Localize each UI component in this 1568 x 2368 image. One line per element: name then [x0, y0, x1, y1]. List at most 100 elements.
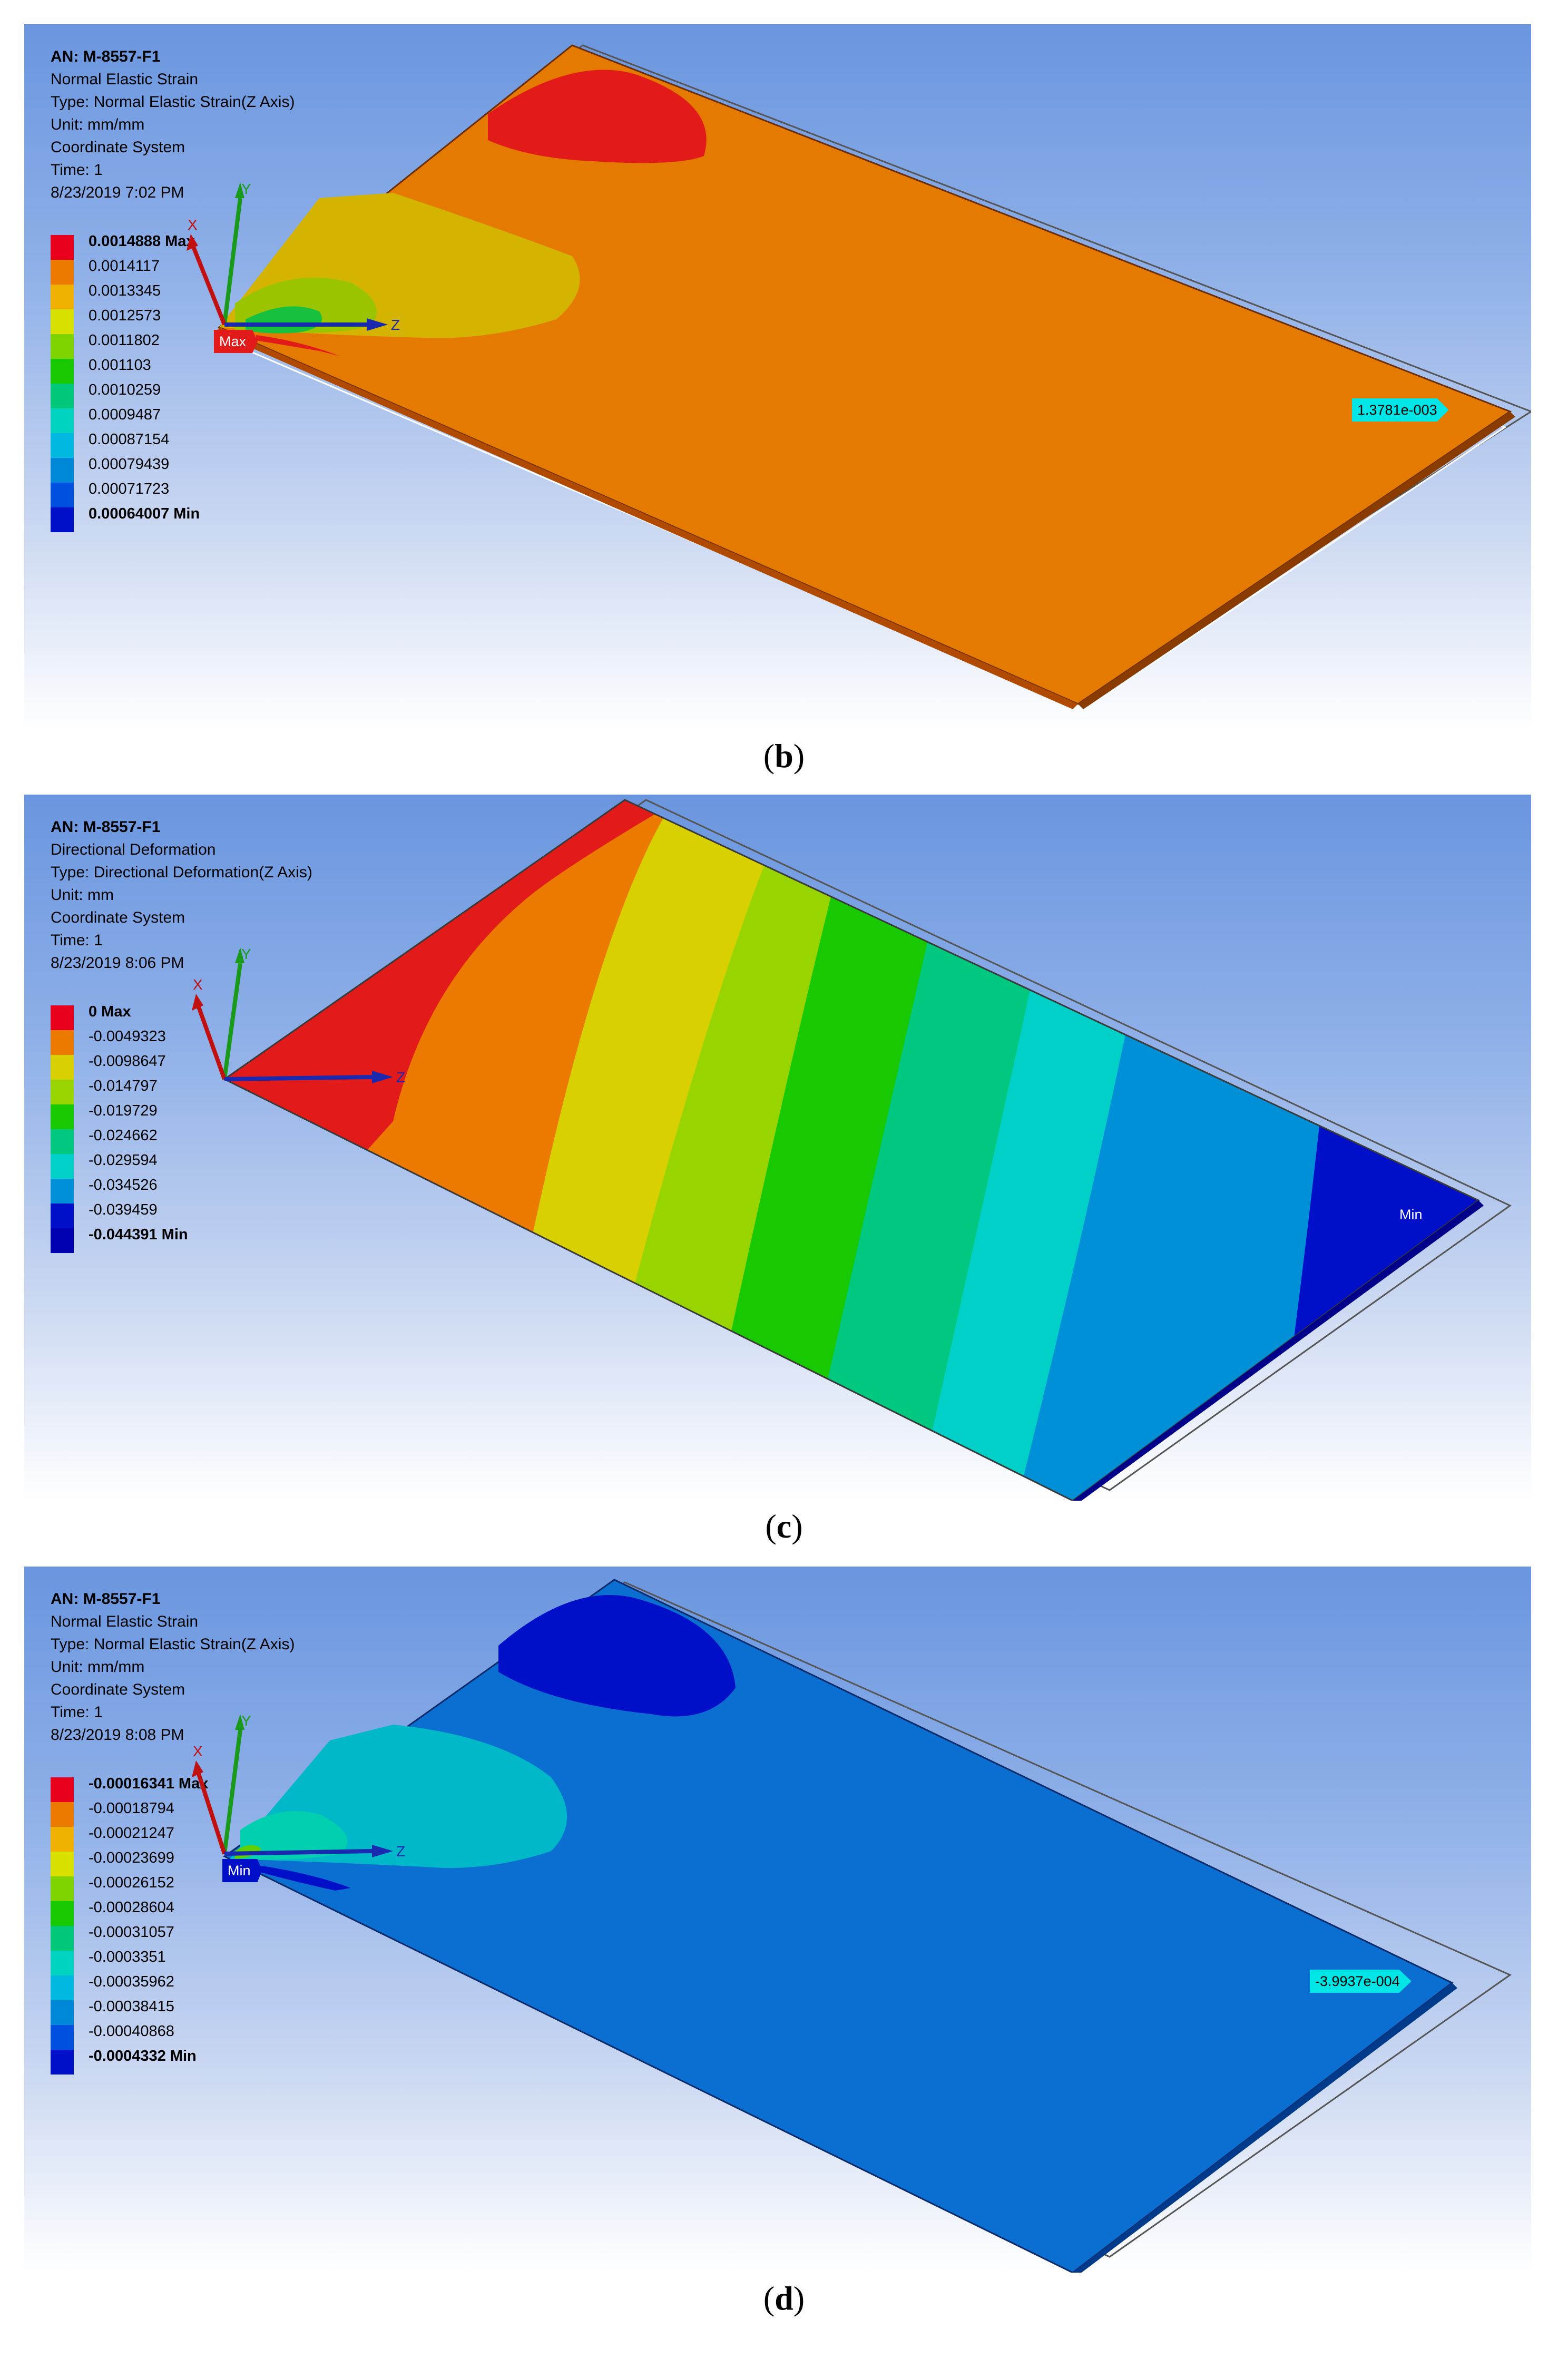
x-axis-icon: [192, 994, 203, 1011]
legend-value: -0.014797: [89, 1078, 158, 1094]
legend-value: -0.024662: [89, 1127, 158, 1144]
legend-swatch: [51, 458, 74, 483]
result-date: 8/23/2019 7:02 PM: [51, 184, 184, 201]
legend-value: -0.00031057: [89, 1924, 174, 1941]
x-axis-icon: [192, 1760, 203, 1777]
legend-value: -0.039459: [89, 1201, 158, 1218]
legend-value: -0.019729: [89, 1102, 158, 1119]
svg-text:Y: Y: [241, 946, 251, 962]
coordinate-system: Coordinate System: [51, 909, 185, 926]
legend-row: -0.00026152: [51, 1874, 208, 1901]
result-type: Type: Normal Elastic Strain(Z Axis): [51, 93, 295, 111]
legend-value: -0.00026152: [89, 1874, 174, 1891]
legend-row: -0.00028604: [51, 1899, 208, 1926]
legend-row: -0.014797: [51, 1078, 188, 1104]
legend-value: 0.0014888 Max: [89, 233, 195, 250]
legend-value: 0.001103: [89, 357, 151, 374]
min-marker[interactable]: Min: [222, 1859, 262, 1882]
legend-row: 0.00079439: [51, 456, 200, 483]
svg-text:Z: Z: [396, 1843, 405, 1860]
legend-row: -0.0049323: [51, 1028, 188, 1055]
legend-swatch: [51, 483, 74, 507]
svg-text:X: X: [193, 1743, 203, 1759]
legend-swatch: [51, 1154, 74, 1179]
legend-value: -0.00038415: [89, 1998, 174, 2015]
result-time: Time: 1: [51, 1704, 103, 1721]
legend-value: -0.00018794: [89, 1800, 174, 1817]
analysis-title: AN: M-8557-F1: [51, 1590, 161, 1608]
legend-value: 0.00064007 Min: [89, 505, 200, 522]
max-marker[interactable]: Max: [214, 330, 258, 353]
legend-row: 0.0009487: [51, 406, 200, 433]
legend-value: 0.00071723: [89, 481, 170, 497]
coordinate-system: Coordinate System: [51, 1681, 185, 1698]
legend-swatch: [51, 1228, 74, 1253]
legend-row: 0 Max: [51, 1003, 188, 1030]
probe-label[interactable]: -3.9937e-004: [1310, 1970, 1412, 1993]
result-date: 8/23/2019 8:08 PM: [51, 1726, 184, 1744]
svg-text:Y: Y: [241, 181, 251, 197]
result-info: AN: M-8557-F1 Normal Elastic Strain Type…: [51, 1588, 295, 1746]
legend-row: -0.00021247: [51, 1825, 208, 1852]
legend-swatch: [51, 1030, 74, 1055]
legend-swatch: [51, 1080, 74, 1104]
svg-text:Z: Z: [391, 317, 400, 333]
legend-value: 0.0012573: [89, 307, 161, 324]
caption-d: (d): [763, 2279, 805, 2317]
legend-row: -0.00031057: [51, 1924, 208, 1951]
legend-swatch: [51, 309, 74, 334]
legend-row: -0.00038415: [51, 1998, 208, 2025]
result-type: Type: Directional Deformation(Z Axis): [51, 864, 312, 881]
color-legend[interactable]: 0 Max-0.0049323 -0.0098647-0.014797 -0.019…: [51, 1003, 188, 1253]
axis-triad[interactable]: Y X Z: [24, 795, 498, 1163]
caption-b: (b): [763, 737, 805, 775]
legend-row: -0.034526: [51, 1177, 188, 1203]
model-plate-c[interactable]: [24, 795, 1531, 1501]
legend-value: -0.00021247: [89, 1825, 174, 1842]
legend-value: 0.0010259: [89, 381, 161, 398]
color-legend[interactable]: -0.00016341 Max-0.00018794 -0.00021247 -0.…: [51, 1775, 208, 2075]
result-name: Directional Deformation: [51, 841, 216, 858]
svg-text:X: X: [193, 976, 203, 993]
legend-row: 0.0011802: [51, 332, 200, 359]
y-axis-icon: [235, 947, 244, 963]
result-name: Normal Elastic Strain: [51, 71, 199, 88]
z-axis-icon: [367, 318, 388, 331]
legend-swatch: [51, 2000, 74, 2025]
legend-row: 0.0010259: [51, 381, 200, 408]
result-unit: Unit: mm/mm: [51, 116, 145, 133]
axis-triad[interactable]: Y X Z: [24, 1567, 498, 1935]
legend-swatch: [51, 1055, 74, 1080]
result-time: Time: 1: [51, 932, 103, 949]
legend-swatch: [51, 2025, 74, 2050]
result-view-c[interactable]: AN: M-8557-F1 Directional Deformation Ty…: [24, 795, 1531, 1501]
legend-swatch: [51, 260, 74, 285]
legend-row: -0.00016341 Max: [51, 1775, 208, 1802]
legend-value: -0.0004332 Min: [89, 2048, 197, 2064]
min-marker[interactable]: Min: [1394, 1203, 1434, 1226]
legend-row: 0.0012573: [51, 307, 200, 334]
legend-swatch: [51, 2050, 74, 2075]
contour-min-region: [498, 1595, 736, 1717]
legend-row: 0.00087154: [51, 431, 200, 458]
legend-row: -0.0004332 Min: [51, 2048, 208, 2075]
probe-label[interactable]: 1.3781e-003: [1352, 398, 1449, 422]
result-view-b[interactable]: AN: M-8557-F1 Normal Elastic Strain Type…: [24, 24, 1531, 730]
result-view-d[interactable]: AN: M-8557-F1 Normal Elastic Strain Type…: [24, 1567, 1531, 2273]
legend-row: 0.0014888 Max: [51, 233, 200, 260]
legend-row: 0.001103: [51, 357, 200, 384]
legend-row: -0.0003351: [51, 1949, 208, 1975]
model-plate-d[interactable]: [24, 1567, 1531, 2273]
legend-value: 0.0013345: [89, 282, 161, 299]
result-unit: Unit: mm/mm: [51, 1658, 145, 1676]
legend-value: -0.00023699: [89, 1850, 174, 1866]
legend-swatch: [51, 433, 74, 458]
legend-swatch: [51, 1802, 74, 1827]
result-date: 8/23/2019 8:06 PM: [51, 954, 184, 972]
axis-triad[interactable]: Y X Z: [24, 24, 498, 393]
legend-row: -0.0098647: [51, 1053, 188, 1080]
legend-row: 0.0014117: [51, 258, 200, 285]
legend-row: 0.00071723: [51, 481, 200, 507]
legend-value: -0.0049323: [89, 1028, 166, 1045]
